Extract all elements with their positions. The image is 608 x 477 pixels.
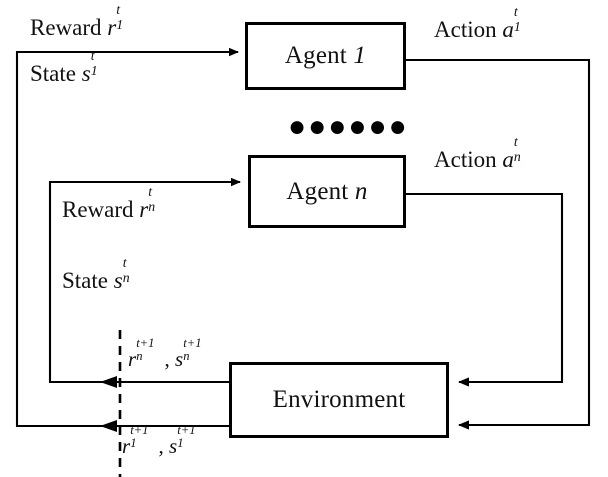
feedback-arrowhead-n <box>100 376 117 388</box>
edge-env-to-agent1 <box>15 47 239 428</box>
edge-agent1-to-env <box>406 58 591 430</box>
edge-agentn-to-env <box>406 192 564 387</box>
node-environment[interactable]: Environment <box>229 362 449 438</box>
vertical-ellipsis-icon: ●●●●●● <box>288 110 409 143</box>
node-agent-n-label: Agent n <box>286 177 368 205</box>
edge-env-to-agentn <box>48 177 241 384</box>
node-agent-n[interactable]: Agent n <box>248 155 406 228</box>
node-agent-1-label: Agent 1 <box>284 42 367 69</box>
node-agent-1[interactable]: Agent 1 <box>245 22 406 90</box>
feedback-arrowhead-1 <box>100 420 117 432</box>
node-environment-label: Environment <box>272 386 406 413</box>
